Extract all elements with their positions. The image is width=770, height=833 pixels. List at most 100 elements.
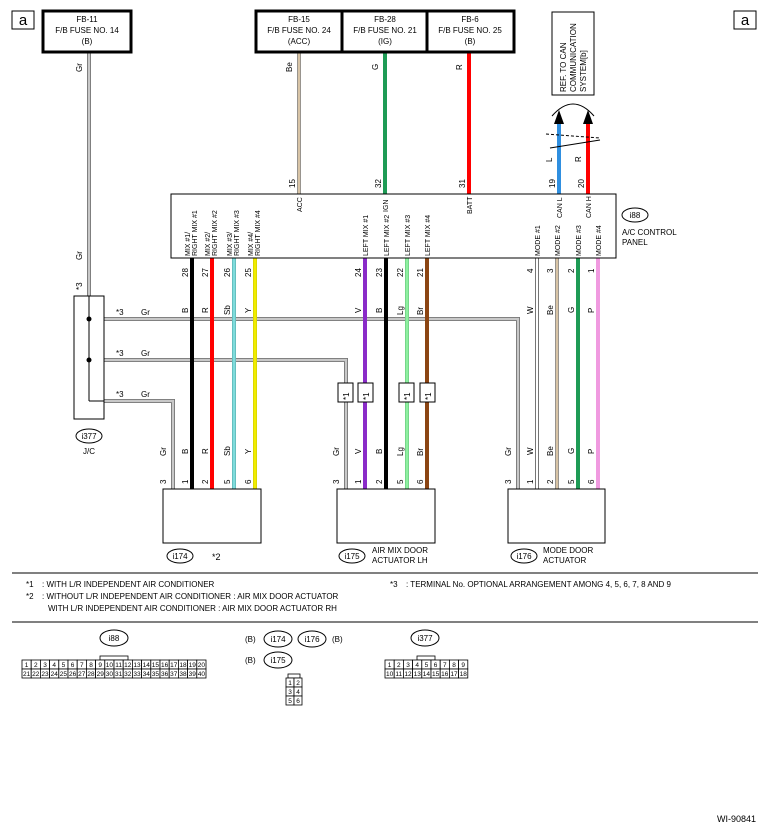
svg-text:V: V bbox=[354, 307, 363, 313]
conn-i377-pin-label: 5 bbox=[425, 662, 429, 669]
svg-text:23: 23 bbox=[375, 268, 384, 277]
conn-i88-pin-label: 1 bbox=[25, 662, 29, 669]
svg-text:: WITH L/R INDEPENDENT AIR CON: : WITH L/R INDEPENDENT AIR CONDITIONER bbox=[42, 580, 215, 589]
i175-name-2: ACTUATOR LH bbox=[372, 556, 428, 565]
svg-text:27: 27 bbox=[201, 268, 210, 277]
corner-mark-left-box bbox=[11, 10, 35, 30]
conn-i175-key bbox=[287, 673, 301, 679]
svg-text:B: B bbox=[181, 308, 190, 313]
conn-i88-pin-label: 33 bbox=[133, 671, 141, 678]
svg-text:: WITHOUT L/R INDEPENDENT AIR: : WITHOUT L/R INDEPENDENT AIR CONDITIONE… bbox=[42, 592, 339, 601]
conn-i377-pin-label: 13 bbox=[414, 671, 422, 678]
conn-i175-pin-label: 6 bbox=[296, 698, 300, 705]
svg-text:B: B bbox=[375, 449, 384, 454]
svg-text:G: G bbox=[567, 448, 576, 454]
svg-text:3: 3 bbox=[159, 479, 168, 484]
can-arrow-l bbox=[554, 110, 564, 124]
panel-pin-19: 19 bbox=[548, 179, 557, 188]
panel-label-ign: IGN bbox=[383, 200, 390, 212]
conn-i377-pin-label: 12 bbox=[404, 671, 412, 678]
can-wire-r: R bbox=[574, 156, 583, 162]
jc-name: J/C bbox=[83, 447, 95, 456]
svg-text:RIGHT MIX #4: RIGHT MIX #4 bbox=[255, 210, 262, 256]
svg-text:Br: Br bbox=[416, 307, 425, 315]
conn-i88-pin-label: 6 bbox=[71, 662, 75, 669]
svg-text:*1: *1 bbox=[342, 392, 351, 400]
conn-i377-pin-label: 16 bbox=[441, 671, 449, 678]
svg-text:Gr: Gr bbox=[141, 390, 150, 399]
svg-text:P: P bbox=[587, 449, 596, 454]
svg-text:Lg: Lg bbox=[396, 306, 405, 315]
svg-text:Lg: Lg bbox=[396, 447, 405, 456]
conn-i88-pin-label: 3 bbox=[43, 662, 47, 669]
panel-label-batt: BATT bbox=[467, 196, 474, 214]
conn-i88-pin bbox=[196, 668, 207, 679]
conn-i88-pin-label: 38 bbox=[179, 671, 187, 678]
svg-text:COMMUNICATION: COMMUNICATION bbox=[569, 23, 578, 92]
conn-i88-id-oval bbox=[99, 629, 129, 647]
conn-i88-pin-label: 30 bbox=[106, 671, 114, 678]
wire-label-fb15: Be bbox=[285, 62, 294, 72]
svg-text:MIX #1/: MIX #1/ bbox=[185, 232, 192, 256]
conn-i88-pin-label: 10 bbox=[106, 662, 114, 669]
svg-text:LEFT MIX #3: LEFT MIX #3 bbox=[405, 215, 412, 256]
svg-text:1: 1 bbox=[526, 479, 535, 484]
conn-pair-color-left: (B) bbox=[245, 635, 256, 644]
svg-text:MIX #2/: MIX #2/ bbox=[205, 232, 212, 256]
conn-i88-pin-label: 22 bbox=[32, 671, 40, 678]
svg-text:Gr: Gr bbox=[141, 349, 150, 358]
svg-text:F/B FUSE NO. 14: F/B FUSE NO. 14 bbox=[55, 26, 119, 35]
corner-mark-left: a bbox=[19, 12, 28, 29]
svg-text:2: 2 bbox=[546, 479, 555, 484]
svg-text:25: 25 bbox=[244, 268, 253, 277]
conn-i88-key bbox=[99, 655, 129, 661]
fuse-fb11: FB-11 F/B FUSE NO. 14 (B) bbox=[41, 9, 133, 54]
conn-i88-pin-label: 21 bbox=[23, 671, 31, 678]
svg-text:LEFT MIX #1: LEFT MIX #1 bbox=[363, 215, 370, 256]
can-twist-dash bbox=[545, 133, 601, 139]
svg-text:LEFT MIX #4: LEFT MIX #4 bbox=[425, 215, 432, 256]
svg-text:Y: Y bbox=[244, 307, 253, 313]
svg-text:RIGHT MIX #2: RIGHT MIX #2 bbox=[212, 210, 219, 256]
svg-text:W: W bbox=[526, 447, 535, 455]
svg-text:R: R bbox=[201, 307, 210, 313]
can-reference-box: REF. TO CAN COMMUNICATION SYSTEM[b] bbox=[551, 11, 595, 96]
jc-id-oval bbox=[75, 428, 103, 444]
can-twist-line bbox=[549, 139, 601, 149]
conn-i88-pin-label: 26 bbox=[69, 671, 77, 678]
conn-i377-pin bbox=[458, 668, 469, 679]
svg-text:FB-6: FB-6 bbox=[461, 15, 479, 24]
svg-text:G: G bbox=[567, 307, 576, 313]
i174-id-oval bbox=[166, 548, 194, 564]
panel-label-can-l: CAN L bbox=[557, 197, 564, 218]
conn-i377-pin-label: 17 bbox=[450, 671, 458, 678]
svg-text:: TERMINAL No. OPTIONAL ARRANG: : TERMINAL No. OPTIONAL ARRANGEMENT AMON… bbox=[406, 580, 672, 589]
svg-text:28: 28 bbox=[181, 268, 190, 277]
svg-text:*3: *3 bbox=[116, 349, 124, 358]
wires bbox=[87, 52, 600, 489]
svg-text:4: 4 bbox=[526, 268, 535, 273]
panel-label-can-h: CAN H bbox=[586, 196, 593, 218]
conn-i377-pin-label: 2 bbox=[397, 662, 401, 669]
conn-i88-pin-label: 39 bbox=[189, 671, 197, 678]
fuse-fb6: FB-6 F/B FUSE NO. 25 (B) bbox=[438, 15, 502, 46]
svg-text:B: B bbox=[181, 449, 190, 454]
svg-text:*3: *3 bbox=[116, 390, 124, 399]
can-wire-l: L bbox=[545, 157, 554, 162]
panel-wire-labels: B R Sb Y V B Lg Br W Be G P bbox=[181, 305, 596, 315]
svg-text:Be: Be bbox=[546, 305, 555, 315]
svg-text:2: 2 bbox=[567, 268, 576, 273]
can-arc bbox=[551, 103, 595, 117]
svg-text:Be: Be bbox=[546, 446, 555, 456]
conn-i88-pin-label: 4 bbox=[52, 662, 56, 669]
conn-i377-key bbox=[416, 655, 436, 661]
svg-text:(ACC): (ACC) bbox=[288, 37, 311, 46]
i175-id-oval bbox=[338, 548, 366, 564]
svg-text:Gr: Gr bbox=[141, 308, 150, 317]
conn-i175-pin-label: 1 bbox=[288, 680, 292, 687]
conn-i88-pin-label: 31 bbox=[115, 671, 123, 678]
conn-i88-pin-label: 13 bbox=[133, 662, 141, 669]
conn-i175-pin-label: 3 bbox=[288, 689, 292, 696]
panel-label-acc: ACC bbox=[297, 197, 304, 212]
